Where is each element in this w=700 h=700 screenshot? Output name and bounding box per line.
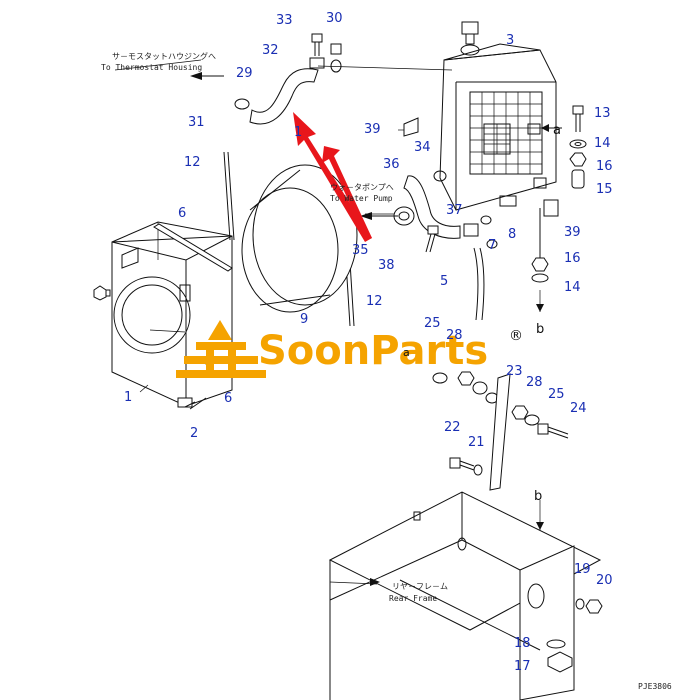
mount-hardware-right — [403, 105, 587, 283]
rear-frame — [328, 491, 603, 700]
ref-b-top: b — [536, 322, 544, 337]
callout-35: 35 — [352, 243, 369, 258]
radiator-part-3 — [439, 21, 557, 211]
callout-23: 23 — [506, 364, 523, 379]
callout-18: 18 — [514, 636, 531, 651]
reference-letters: a a b b — [403, 123, 561, 504]
logo-emblem-icon — [176, 320, 266, 378]
callout-6-top: 6 — [178, 206, 186, 221]
callout-30: 30 — [326, 11, 343, 26]
callout-39-right: 39 — [564, 225, 581, 240]
callout-15: 15 — [596, 182, 613, 197]
stay-bracket-assembly — [432, 371, 569, 491]
callout-14-lower: 14 — [564, 280, 581, 295]
highlight-arrow — [293, 112, 372, 242]
callout-22: 22 — [444, 420, 461, 435]
annotation-thermostat-jp: サ－モスタットハウジングへ — [112, 51, 216, 61]
callout-19: 19 — [574, 562, 591, 577]
callout-28-right: 28 — [526, 375, 543, 390]
callout-17: 17 — [514, 659, 531, 674]
fan-shroud — [103, 221, 233, 407]
callout-39-left: 39 — [364, 122, 381, 137]
callout-7: 7 — [488, 238, 496, 253]
annotation-pump-en: To Water Pump — [330, 194, 393, 203]
callout-12-left: 12 — [184, 155, 201, 170]
annotation-pump-jp: ウォ－タポンプへ — [330, 183, 394, 192]
callout-12-right: 12 — [366, 294, 383, 309]
callout-34: 34 — [414, 140, 431, 155]
annotation-thermostat-en: To Thermostat Housing — [101, 63, 202, 72]
part-callouts: 33 30 32 29 31 3 13 14 16 15 39 34 36 37… — [124, 11, 613, 674]
callout-14-top: 14 — [594, 136, 611, 151]
callout-28-left: 28 — [446, 328, 463, 343]
ref-b-bottom: b — [534, 489, 542, 504]
callout-1-hidden: 1 — [294, 125, 302, 140]
direction-arrows — [190, 72, 562, 586]
annotation-frame-jp: リヤ－フレ－ム — [392, 582, 448, 591]
callout-38: 38 — [378, 258, 395, 273]
upper-hose-part-29 — [249, 57, 342, 125]
ref-a-top: a — [553, 123, 561, 138]
callout-21: 21 — [468, 435, 485, 450]
shroud-bolt — [93, 285, 107, 301]
callout-29: 29 — [236, 66, 253, 81]
leader-lines — [114, 59, 541, 585]
callout-16-lower: 16 — [564, 251, 581, 266]
callout-8: 8 — [508, 227, 516, 242]
callout-9: 9 — [300, 312, 308, 327]
callout-1: 1 — [124, 390, 132, 405]
callout-24: 24 — [570, 401, 587, 416]
logo-wordmark: SoonParts — [258, 328, 488, 374]
callout-25-right: 25 — [548, 387, 565, 402]
callout-37: 37 — [446, 203, 463, 218]
callout-32: 32 — [262, 43, 279, 58]
callout-33: 33 — [276, 13, 293, 28]
callout-3: 3 — [506, 33, 514, 48]
bolt-part-2 — [177, 397, 207, 410]
callout-20: 20 — [596, 573, 613, 588]
callout-13: 13 — [594, 106, 611, 121]
fan-ring-part-9 — [241, 164, 358, 313]
soonparts-logo: SoonParts ® — [176, 320, 523, 378]
callout-36: 36 — [383, 157, 400, 172]
annotation-frame-en: Rear Frame — [389, 594, 437, 603]
drawing-code: PJE3806 — [638, 682, 672, 691]
lower-hose-part-36 — [403, 170, 498, 321]
callout-25-left: 25 — [424, 316, 441, 331]
callout-2: 2 — [190, 426, 198, 441]
callout-16-top: 16 — [596, 159, 613, 174]
callout-5: 5 — [440, 274, 448, 289]
registered-mark: ® — [509, 328, 523, 344]
clamp-hardware — [234, 33, 342, 110]
ref-a-left: a — [403, 346, 410, 359]
callout-31: 31 — [188, 115, 205, 130]
callout-6-bottom: 6 — [224, 391, 232, 406]
